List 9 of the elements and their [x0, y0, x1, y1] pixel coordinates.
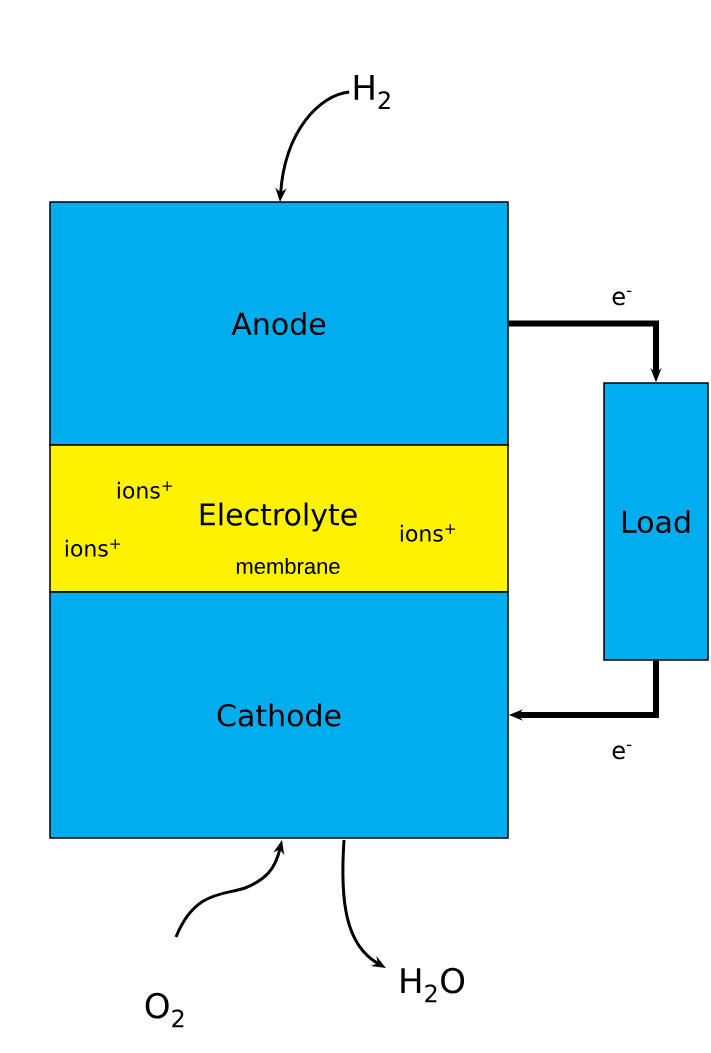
load-box: Load — [603, 382, 709, 661]
anode-layer: Anode — [49, 201, 509, 446]
formula-label: H$_{2}$ — [354, 75, 390, 109]
formula-label: H$_{2}$O — [401, 967, 465, 1003]
edge-label: e$^{-}$ — [610, 289, 634, 307]
cathode-layer: Cathode — [49, 591, 509, 839]
electrolyte-layer: ions$^{+}$ Electrolyte ions$^{+}$ ions$^{+}$ membrane — [49, 444, 509, 593]
edge-label: e$^{-}$ — [610, 743, 634, 761]
formula-label: O$_{2}$ — [145, 992, 184, 1028]
